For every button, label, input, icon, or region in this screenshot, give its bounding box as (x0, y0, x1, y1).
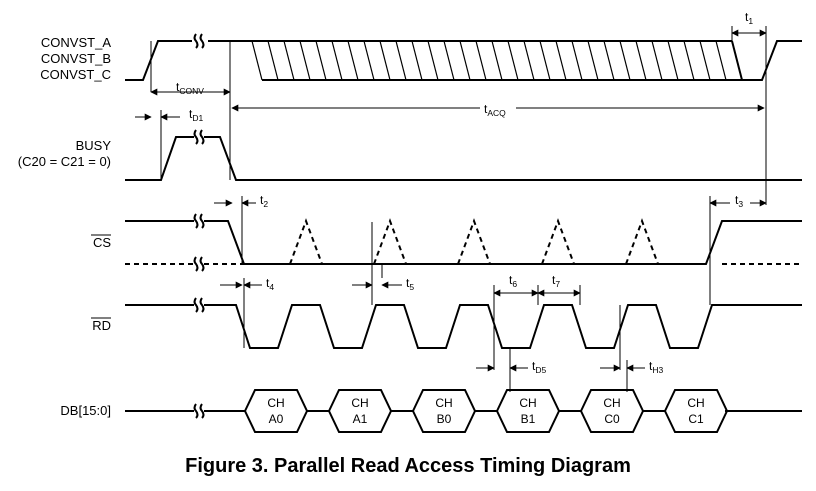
rd-wave (204, 304, 802, 349)
db-cell-line2: A0 (269, 412, 284, 426)
db-cell-line2: B1 (521, 412, 536, 426)
label-busy: BUSY (76, 138, 112, 153)
t2-label: t2 (260, 193, 268, 209)
convst-wave-rise (125, 40, 192, 81)
t1-label: t1 (745, 10, 753, 26)
convst-hatching (251, 40, 727, 81)
t5-label: t5 (406, 276, 414, 292)
label-convst-a: CONVST_A (41, 35, 111, 50)
tacq-label-bg (480, 100, 516, 116)
db-cell-line1: CH (267, 396, 284, 410)
convst-fall (731, 40, 743, 81)
db-cell-line1: CH (519, 396, 536, 410)
db-cells: CH A0 CH A1 CH B0 CH B1 CH C0 CH C1 (243, 389, 729, 433)
cs-wave (204, 220, 802, 265)
label-convst-c: CONVST_C (40, 67, 111, 82)
db-cell-line1: CH (435, 396, 452, 410)
cs-pulse-5 (625, 218, 659, 265)
td5-label: tD5 (532, 359, 546, 375)
busy-wave-fall (204, 136, 802, 181)
t3-label: t3 (735, 193, 743, 209)
cs-break-top (193, 213, 205, 229)
th3-label: tH3 (649, 359, 663, 375)
rd-break (193, 297, 205, 313)
td1-label: tD1 (189, 107, 203, 123)
db-cell-line1: CH (687, 396, 704, 410)
db-cell-line2: B0 (437, 412, 452, 426)
busy-wave-rise (125, 136, 194, 181)
t6-label: t6 (509, 273, 517, 289)
db-cell-line1: CH (603, 396, 620, 410)
db-break (193, 403, 205, 419)
db-cell-line2: A1 (353, 412, 368, 426)
cs-break-bottom (193, 256, 205, 272)
label-cs: CS (93, 235, 111, 250)
cs-pulse-4 (541, 218, 575, 265)
t4-label: t4 (266, 276, 274, 292)
tconv-label: tCONV (176, 80, 204, 96)
convst-break (193, 33, 205, 49)
convst-wave-end (742, 40, 802, 81)
cs-pulse-2 (373, 218, 407, 265)
db-cell-line2: C0 (604, 412, 620, 426)
cs-pulse-3 (457, 218, 491, 265)
label-busy-note: (C20 = C21 = 0) (18, 154, 111, 169)
tacq-label: tACQ (484, 102, 506, 118)
t7-label: t7 (552, 273, 560, 289)
label-rd: RD (92, 318, 111, 333)
label-db: DB[15:0] (60, 403, 111, 418)
figure-caption: Figure 3. Parallel Read Access Timing Di… (185, 455, 631, 477)
cs-pulse-1 (289, 218, 323, 265)
db-cell-line1: CH (351, 396, 368, 410)
busy-break (193, 129, 205, 145)
label-convst-b: CONVST_B (41, 51, 111, 66)
db-cell-line2: C1 (688, 412, 704, 426)
